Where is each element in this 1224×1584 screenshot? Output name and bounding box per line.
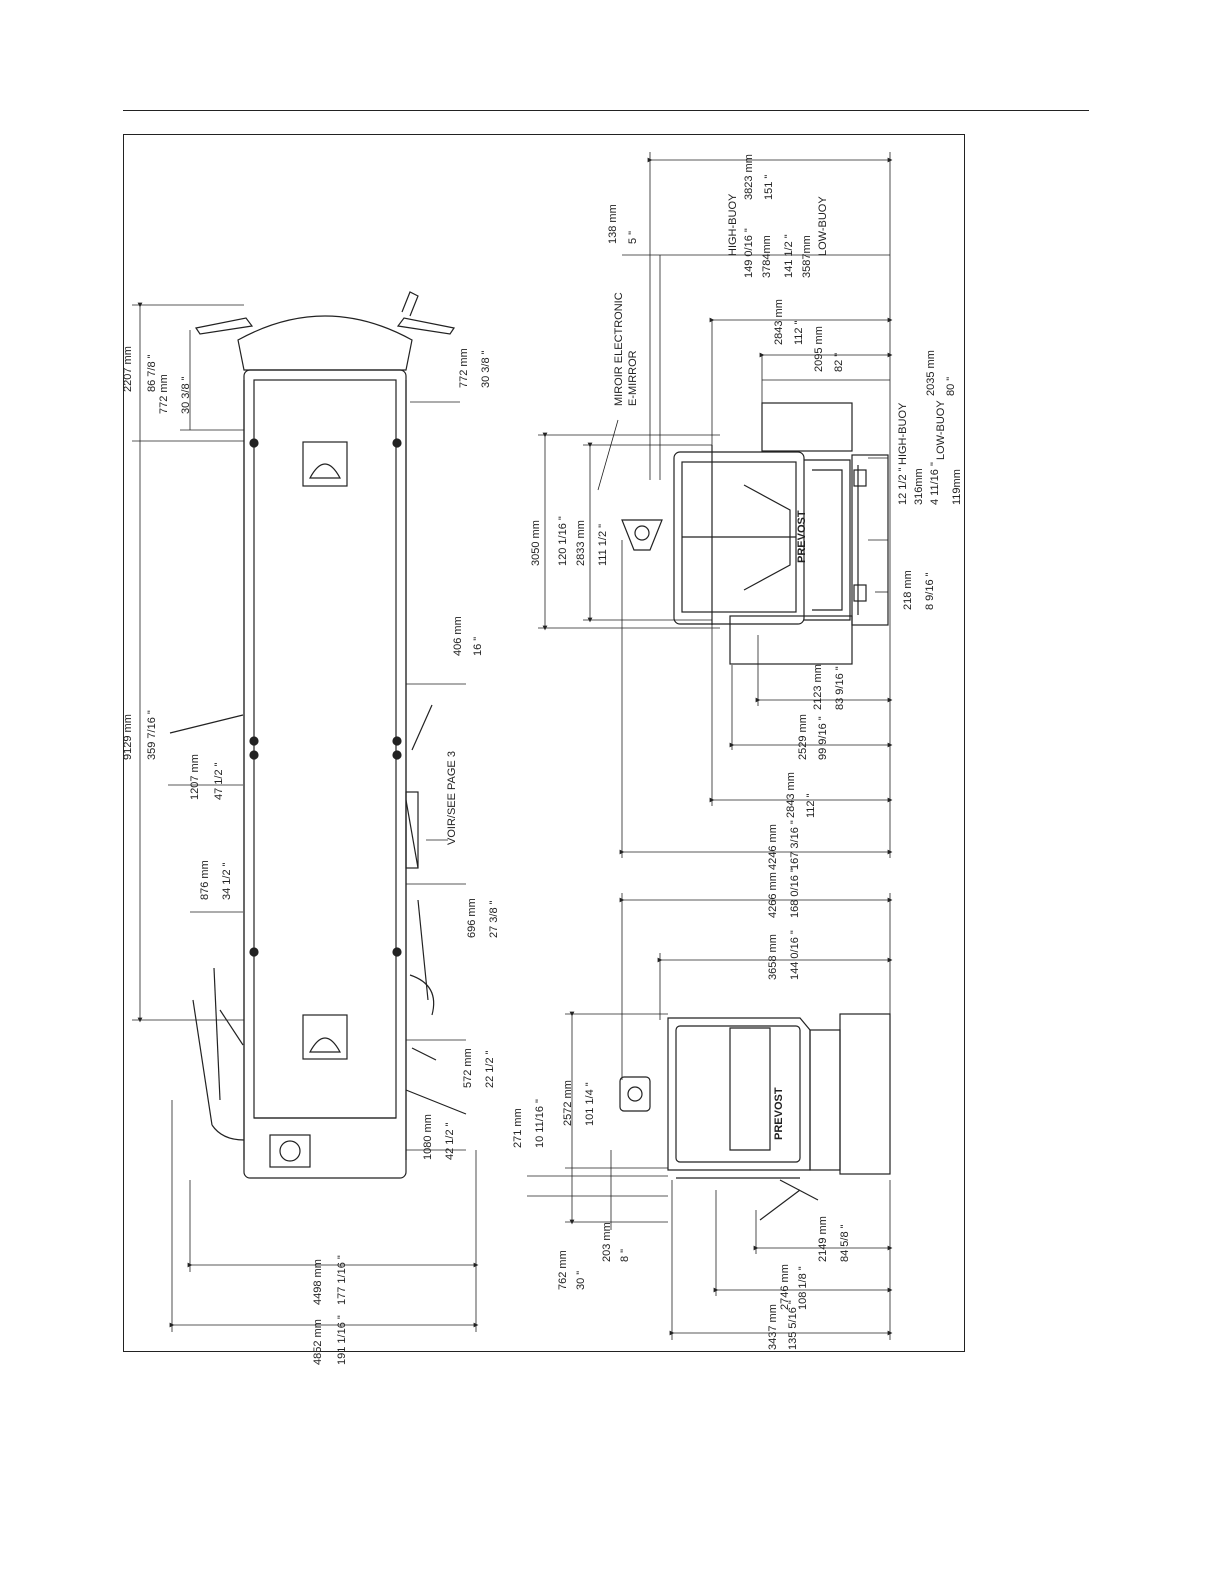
high-buoy-in: 149 0/16 ": [743, 228, 755, 278]
dim-772-left-in: 30 3/8 ": [180, 376, 192, 414]
dim-772-left-mm: 772 mm: [158, 374, 170, 414]
dim-4498-mm: 4498 mm: [312, 1259, 324, 1305]
dim-271-in: 10 11/16 ": [534, 1099, 546, 1148]
dim-203-mm: 203 mm: [601, 1222, 613, 1262]
dim-406-in: 16 ": [472, 637, 484, 656]
dimension-labels: 2207 mm 86 7/8 " 772 mm 30 3/8 " 772 mm …: [122, 154, 963, 1365]
side-view: [619, 1013, 891, 1221]
dim-138-mm: 138 mm: [607, 204, 619, 244]
high-buoy-label: HIGH-BUOY: [727, 193, 739, 256]
high-buoy-mm: 3784mm: [761, 235, 773, 278]
dim-2035-mm: 2035 mm: [925, 350, 937, 396]
dim-4266-in: 168 0/16 ": [789, 868, 801, 918]
clearance-low-label: LOW-BUOY: [935, 400, 947, 460]
clearance-high-mm: 316mm: [913, 468, 925, 505]
dim-3823-in: 151 ": [763, 175, 775, 200]
dim-572-mm: 572 mm: [462, 1048, 474, 1088]
front-brand-text: PREVOST: [796, 510, 808, 563]
dim-2843-bottom-mm: 2843 mm: [785, 772, 797, 818]
dim-2843-top-in: 112 ": [793, 320, 805, 345]
dim-1207-in: 47 1/2 ": [213, 762, 225, 800]
dim-4852-mm: 4852 mm: [312, 1319, 324, 1365]
dim-2833-in: 111 1/2 ": [597, 524, 609, 566]
dim-218-mm: 218 mm: [902, 570, 914, 610]
dim-3823-mm: 3823 mm: [743, 154, 755, 200]
clearance-high-in: 12 1/2 ": [897, 467, 909, 505]
dim-2746-in: 108 1/8 ": [797, 1266, 809, 1310]
dim-2843-bottom-in: 112 ": [805, 793, 817, 818]
dim-138-in: 5 ": [627, 231, 639, 244]
dim-1080-in: 42 1/2 ": [444, 1122, 456, 1160]
dim-876-in: 34 1/2 ": [221, 862, 233, 900]
front-view-dimensions: [538, 152, 893, 858]
dim-3050-in: 120 1/16 ": [557, 516, 569, 566]
dim-2572-mm: 2572 mm: [562, 1080, 574, 1126]
dim-2123-mm: 2123 mm: [812, 664, 824, 710]
front-view: [621, 402, 889, 665]
dim-3050-mm: 3050 mm: [530, 520, 542, 566]
dim-2095-mm: 2095 mm: [813, 326, 825, 372]
top-view: [169, 291, 467, 1179]
low-buoy-mm: 3587mm: [801, 235, 813, 278]
note-see-page: VOIR/SEE PAGE 3: [446, 751, 458, 845]
clearance-high-label: HIGH-BUOY: [897, 402, 909, 465]
dim-696-mm: 696 mm: [466, 898, 478, 938]
dim-572-in: 22 1/2 ": [484, 1050, 496, 1088]
dim-2746-mm: 2746 mm: [779, 1264, 791, 1310]
low-buoy-in: 141 1/2 ": [783, 234, 795, 278]
dim-3658-mm: 3658 mm: [767, 934, 779, 980]
dim-271-mm: 271 mm: [512, 1108, 524, 1148]
clearance-low-mm: 119mm: [951, 469, 963, 505]
mirror-label-en: E-MIRROR: [627, 350, 639, 406]
dim-772-right-in: 30 3/8 ": [480, 350, 492, 388]
dim-696-in: 27 3/8 ": [488, 900, 500, 938]
dim-9129-in: 359 7/16 ": [146, 710, 158, 760]
clearance-low-in: 4 11/16 ": [929, 462, 941, 505]
dim-2149-mm: 2149 mm: [817, 1216, 829, 1262]
top-view-dimensions: [132, 302, 479, 1332]
dim-4246-mm: 4246 mm: [767, 824, 779, 870]
dim-4852-in: 191 1/16 ": [336, 1315, 348, 1365]
dim-2035-in: 80 ": [945, 377, 957, 396]
dim-4266-mm: 4266 mm: [767, 872, 779, 918]
side-view-dimensions: [527, 893, 893, 1340]
dim-2207-mm: 2207 mm: [122, 346, 134, 392]
dim-4498-in: 177 1/16 ": [336, 1255, 348, 1305]
dim-2095-in: 82 ": [833, 353, 845, 372]
dim-203-in: 8 ": [619, 1249, 631, 1262]
dim-3437-mm: 3437 mm: [767, 1304, 779, 1350]
low-buoy-label: LOW-BUOY: [817, 196, 829, 256]
header-rule: [123, 110, 1089, 111]
dim-1207-mm: 1207 mm: [189, 754, 201, 800]
dim-9129-mm: 9129 mm: [122, 714, 134, 760]
dim-4246-in: 167 3/16 ": [789, 820, 801, 870]
side-brand-text: PREVOST: [773, 1087, 785, 1140]
dim-1080-mm: 1080 mm: [422, 1114, 434, 1160]
dim-772-right-mm: 772 mm: [458, 348, 470, 388]
dim-2123-in: 83 9/16 ": [834, 666, 846, 710]
dim-3658-in: 144 0/16 ": [789, 930, 801, 980]
dim-2572-in: 101 1/4 ": [584, 1082, 596, 1126]
dim-2843-top-mm: 2843 mm: [773, 299, 785, 345]
dim-2207-in: 86 7/8 ": [146, 354, 158, 392]
dim-406-mm: 406 mm: [452, 616, 464, 656]
dim-3437-in: 135 5/16 ": [787, 1300, 799, 1350]
dim-762-mm: 762 mm: [557, 1250, 569, 1290]
mirror-label-fr: MIROIR ELECTRONIC: [613, 292, 625, 406]
dim-218-in: 8 9/16 ": [924, 572, 936, 610]
drawing-frame: [123, 134, 965, 1352]
dim-876-mm: 876 mm: [199, 860, 211, 900]
dim-2833-mm: 2833 mm: [575, 520, 587, 566]
dim-2529-mm: 2529 mm: [797, 714, 809, 760]
dim-2529-in: 99 9/16 ": [817, 716, 829, 760]
dim-2149-in: 84 5/8 ": [839, 1224, 851, 1262]
dim-762-in: 30 ": [575, 1271, 587, 1290]
